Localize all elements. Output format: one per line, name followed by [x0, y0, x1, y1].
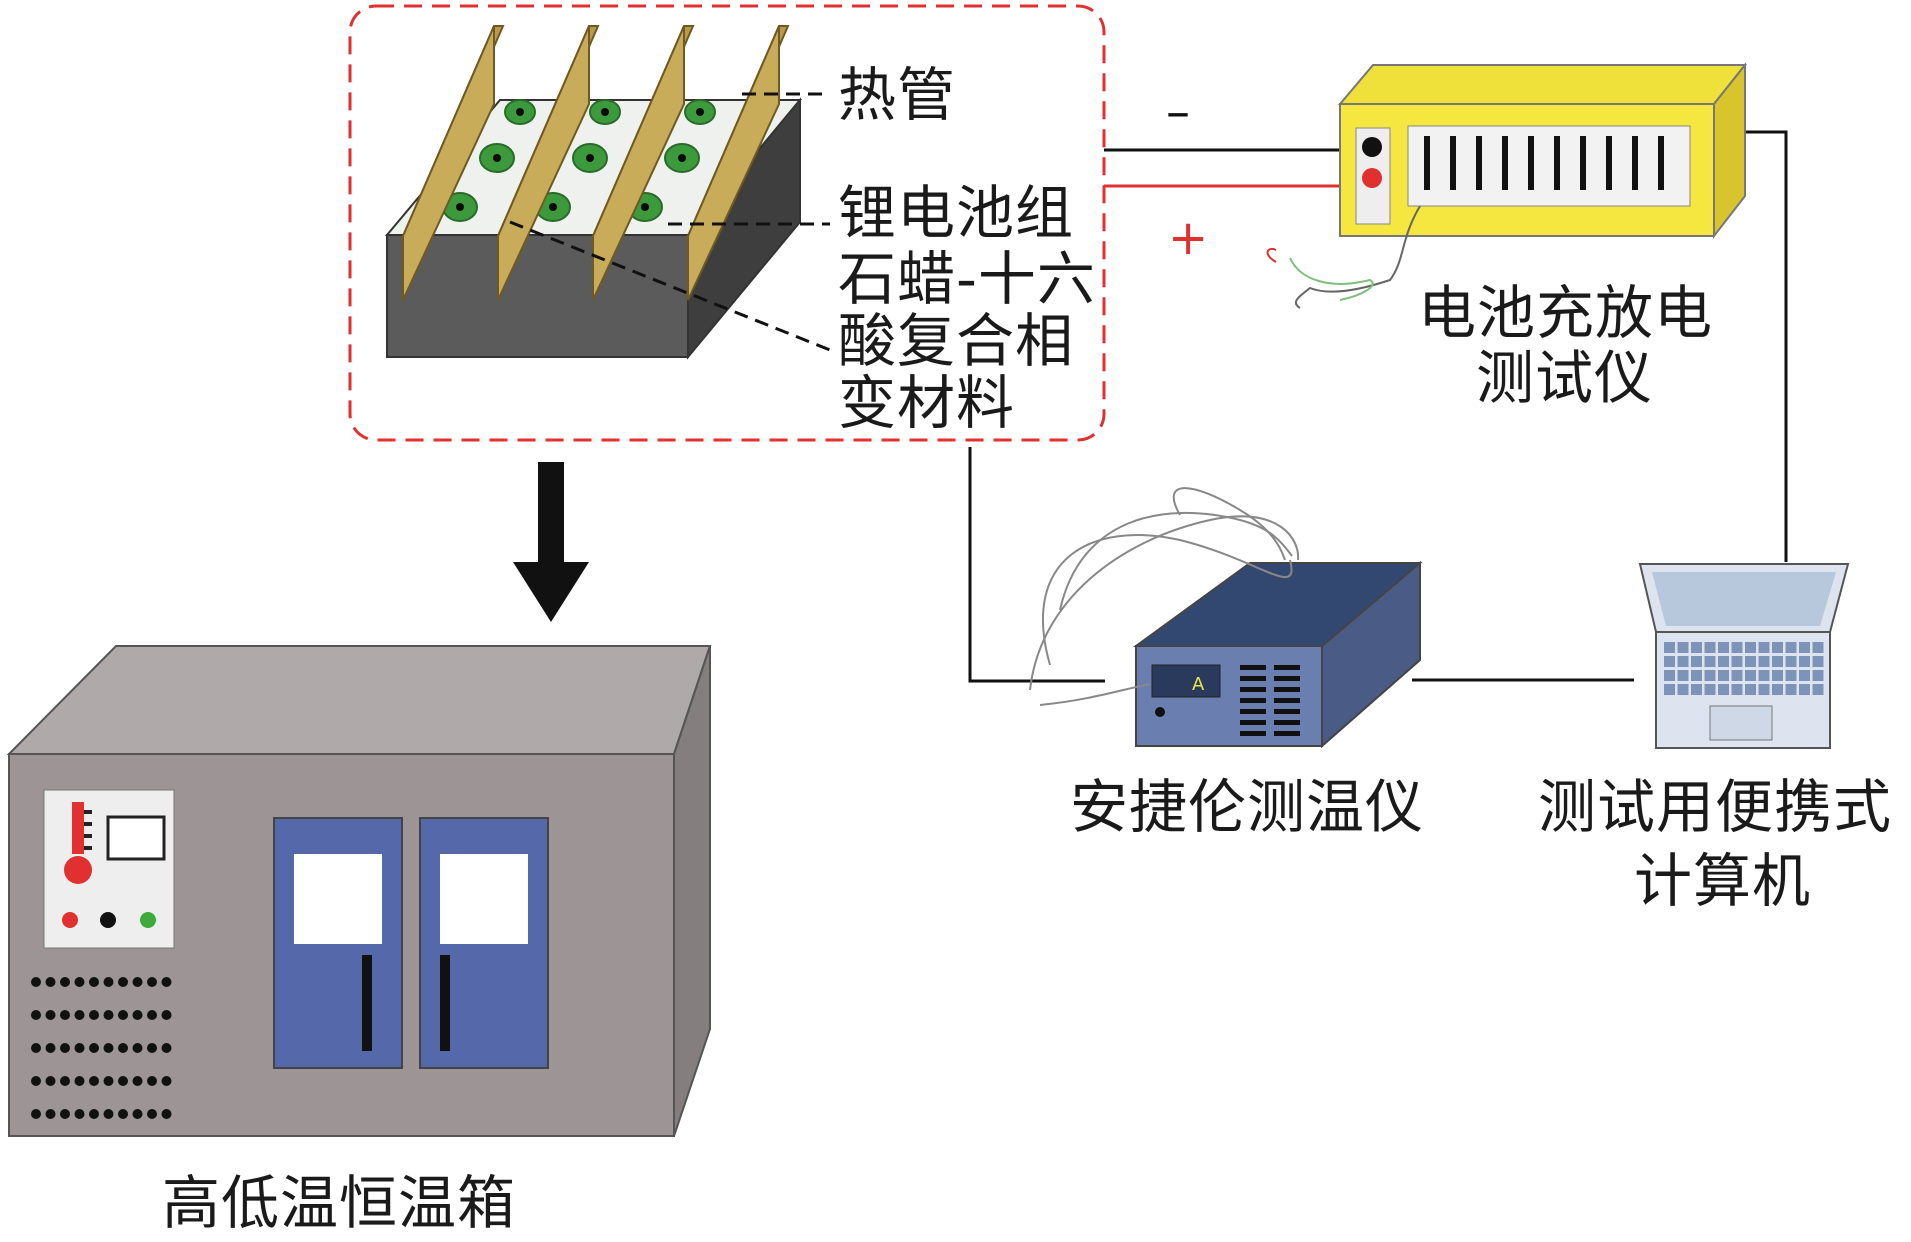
label-negative-terminal: –: [1166, 84, 1190, 140]
label-laptop-line1: 测试用便携式: [1538, 773, 1893, 841]
label-tester-line1: 电池充放电: [1418, 279, 1714, 347]
label-pcm-line1: 石蜡-十六: [838, 245, 1096, 313]
down-arrow: [513, 462, 589, 622]
heat-pipe-fins: [401, 25, 790, 301]
temperature-chamber: [6, 645, 712, 1137]
label-heat-pipe: 热管: [838, 61, 957, 129]
label-pcm-line3: 变材料: [838, 369, 1016, 437]
chamber-vent: [31, 977, 172, 1119]
module-dashed-frame: [348, 4, 1106, 442]
agilent-thermometer-device: A: [1029, 487, 1423, 749]
svg-text:A: A: [1192, 674, 1205, 695]
label-laptop-line2: 计算机: [1634, 847, 1812, 915]
label-tester-line2: 测试仪: [1476, 344, 1654, 412]
laptop-computer-device: [1638, 563, 1850, 749]
label-positive-terminal: +: [1168, 210, 1209, 266]
leader-lines: [509, 92, 831, 352]
tester-channel-slots: [1424, 136, 1664, 190]
label-pcm-line2: 酸复合相: [838, 307, 1075, 375]
label-thermometer: 安捷伦测温仪: [1070, 773, 1425, 841]
battery-module: [384, 25, 831, 360]
label-chamber: 高低温恒温箱: [162, 1169, 517, 1237]
battery-tester-device: [1266, 62, 1748, 309]
laptop-keyboard: [1664, 642, 1824, 695]
label-battery-pack: 锂电池组: [838, 179, 1075, 247]
thermometer-grill: [1240, 665, 1300, 736]
